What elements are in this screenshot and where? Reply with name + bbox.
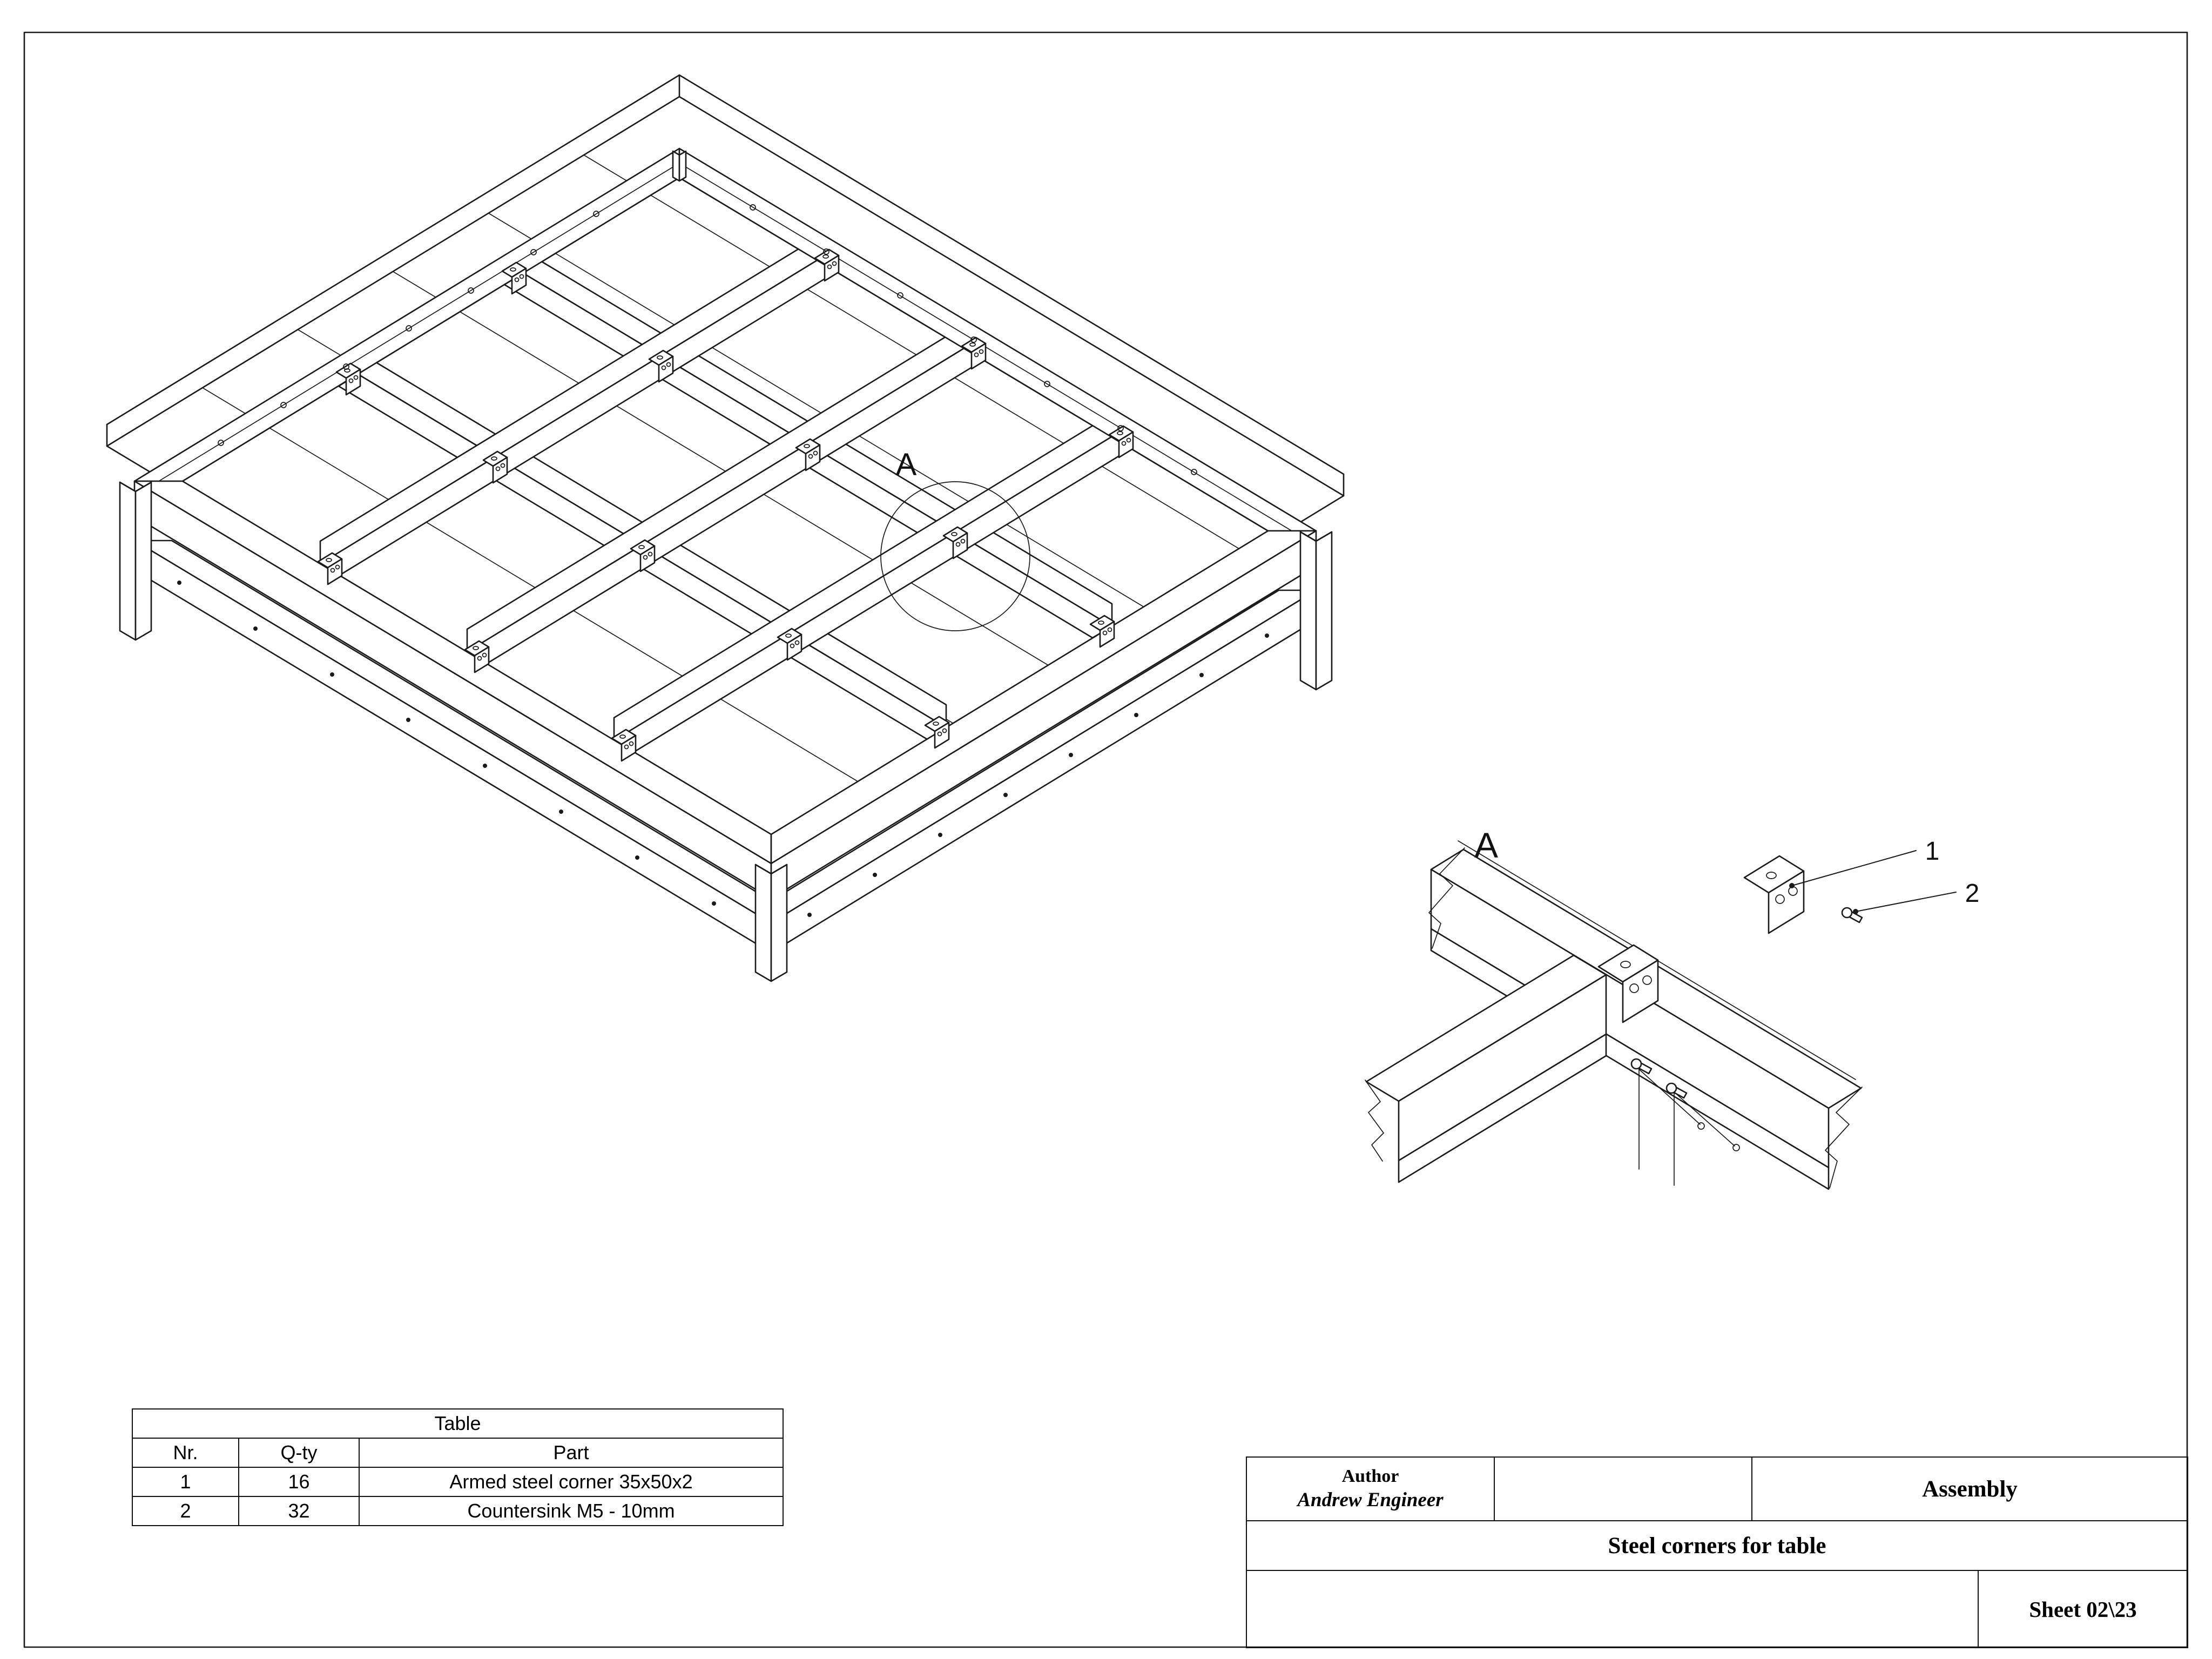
- sheet-info: Sheet 02\23: [1977, 1570, 2189, 1648]
- detail-bracket-exploded: [1743, 855, 1805, 934]
- callout-2-label: 2: [1965, 879, 1980, 908]
- part-name: Armed steel corner 35x50x2: [359, 1467, 784, 1497]
- part-nr: 2: [132, 1496, 239, 1526]
- detail-bracket-attached: [1597, 944, 1659, 1023]
- part-qty: 32: [238, 1496, 360, 1526]
- detail-marker-label: A: [896, 447, 917, 482]
- callout-2: 2: [1853, 879, 1979, 914]
- callout-1-label: 1: [1925, 837, 1940, 866]
- table-legs: [119, 150, 1333, 982]
- part-name: Countersink M5 - 10mm: [359, 1496, 784, 1526]
- screw-heads: [177, 204, 1269, 917]
- stretcher-rails: [133, 539, 1317, 954]
- detail-screws: [1630, 907, 1863, 1186]
- col-header-nr: Nr.: [132, 1438, 239, 1468]
- empty-cell: [1494, 1456, 1752, 1521]
- author-name: Andrew Engineer: [1297, 1489, 1444, 1512]
- doc-type: Assembly: [1751, 1456, 2189, 1521]
- parts-table-title: Table: [132, 1408, 784, 1439]
- title-block-row-3: Sheet 02\23: [1246, 1570, 2189, 1648]
- cross-beams: [319, 237, 1132, 753]
- detail-view-label: A: [1474, 825, 1498, 865]
- detail-view-a: 1 2 A: [1365, 825, 1979, 1190]
- parts-table-row: 1 16 Armed steel corner 35x50x2: [132, 1467, 784, 1497]
- parts-table-header-row: Nr. Q-ty Part: [132, 1438, 784, 1468]
- title-block-row-1: Author Andrew Engineer Assembly: [1246, 1456, 2189, 1521]
- apron-frame: [133, 147, 1317, 900]
- col-header-part: Part: [359, 1438, 784, 1468]
- parts-table-row: 2 32 Countersink M5 - 10mm: [132, 1496, 784, 1526]
- title-block-row-2: Steel corners for table: [1245, 1520, 2189, 1571]
- part-qty: 16: [238, 1467, 360, 1497]
- main-isometric-view: A: [106, 74, 1345, 982]
- drawing-title: Steel corners for table: [1245, 1520, 2189, 1571]
- detail-circle: [880, 481, 1030, 631]
- sheet-border: [23, 31, 2188, 1648]
- detail-cross-rail: [1365, 954, 1607, 1183]
- part-nr: 1: [132, 1467, 239, 1497]
- parts-table-caption-row: Table: [132, 1408, 784, 1439]
- author-cell: Author Andrew Engineer: [1246, 1456, 1495, 1521]
- empty-cell: [1246, 1570, 1979, 1648]
- col-header-qty: Q-ty: [238, 1438, 360, 1468]
- parts-table: Table Nr. Q-ty Part 1 16 Armed steel cor…: [132, 1408, 784, 1526]
- title-block: Author Andrew Engineer Assembly Steel co…: [1245, 1456, 2189, 1648]
- callout-1: 1: [1789, 837, 1939, 888]
- author-label: Author: [1341, 1466, 1399, 1486]
